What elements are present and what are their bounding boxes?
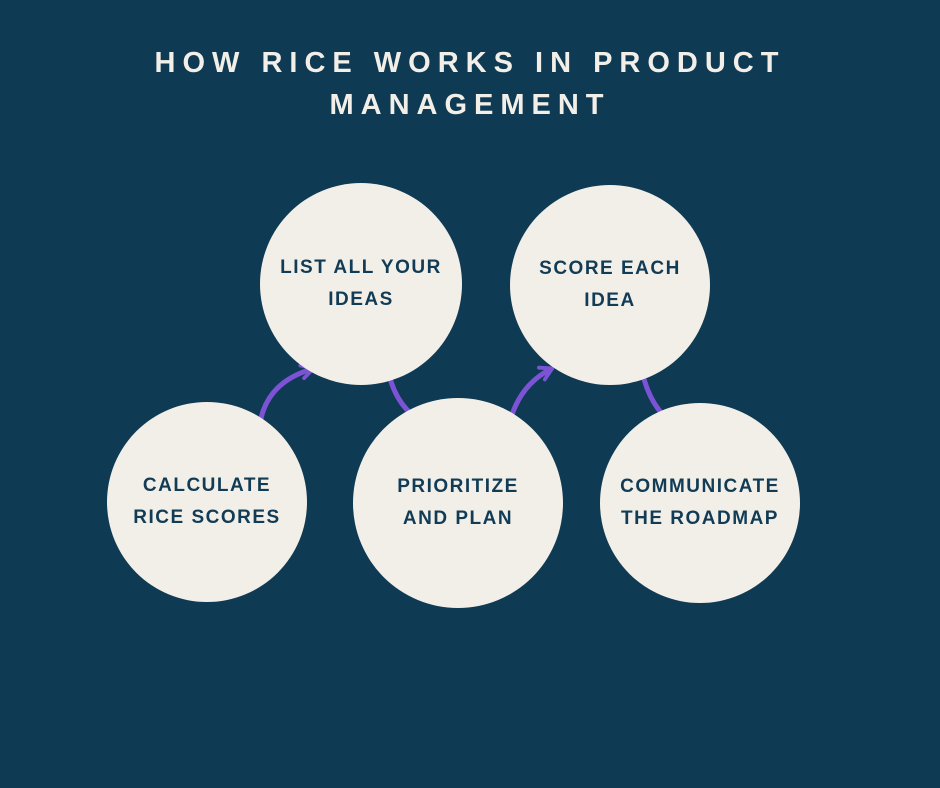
step-label-line: COMMUNICATE	[620, 475, 780, 497]
page-title-line-2: MANAGEMENT	[329, 89, 611, 122]
step-circle-list-ideas: LIST ALL YOUR IDEAS	[260, 183, 462, 385]
step-label-line: LIST ALL YOUR	[280, 256, 442, 278]
step-label-line: IDEAS	[328, 289, 394, 310]
step-circle-prioritize-plan: PRIORITIZE AND PLAN	[353, 398, 563, 608]
step-circle-communicate-roadmap: COMMUNICATE THE ROADMAP	[600, 403, 800, 603]
step-label-line: SCORE EACH	[539, 257, 681, 279]
step-circle-score-idea: SCORE EACH IDEA	[510, 185, 710, 385]
page-title-line-1: HOW RICE WORKS IN PRODUCT	[154, 47, 786, 79]
step-label-line: THE ROADMAP	[621, 508, 779, 529]
step-circle-calculate-scores: CALCULATE RICE SCORES	[107, 402, 307, 602]
page-title: HOW RICE WORKS IN PRODUCT MANAGEMENT	[0, 42, 940, 126]
step-label-line: CALCULATE	[142, 474, 272, 496]
step-label-line: IDEA	[584, 290, 636, 311]
step-label-line: AND PLAN	[402, 508, 514, 529]
step-label-line: RICE SCORES	[133, 507, 281, 528]
step-label-line: PRIORITIZE	[397, 475, 519, 497]
